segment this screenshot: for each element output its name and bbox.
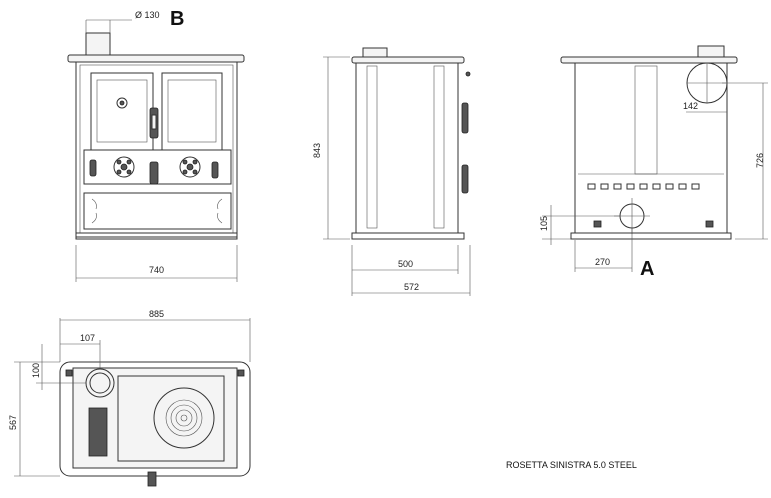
air-regulator-right bbox=[179, 156, 201, 178]
side-depth-outer-dimension: 572 bbox=[404, 282, 419, 292]
rear-vent-slots bbox=[587, 183, 700, 190]
rear-flue-pipe bbox=[697, 45, 725, 59]
side-view bbox=[351, 47, 471, 240]
front-drawer bbox=[83, 192, 232, 230]
model-caption: ROSETTA SINISTRA 5.0 STEEL bbox=[506, 460, 637, 470]
rear-inlet-offset-dimension: 270 bbox=[595, 257, 610, 267]
side-flue-pipe bbox=[362, 47, 388, 58]
rear-inlet-height-dimension: 105 bbox=[539, 216, 549, 231]
front-body bbox=[75, 61, 238, 238]
top-fuel-door bbox=[88, 407, 108, 457]
top-view bbox=[59, 361, 251, 487]
air-regulator-left bbox=[113, 156, 135, 178]
front-oven-door-right bbox=[161, 72, 223, 151]
rear-view bbox=[560, 45, 738, 240]
view-b-label: B bbox=[170, 8, 184, 30]
top-flue-offset-x-dimension: 107 bbox=[80, 333, 95, 343]
top-width-dimension: 885 bbox=[149, 309, 164, 319]
side-depth-inner-dimension: 500 bbox=[398, 259, 413, 269]
rear-flue-height-dimension: 726 bbox=[755, 153, 765, 168]
side-body bbox=[355, 62, 459, 234]
diameter-label: Ø 130 bbox=[135, 10, 160, 20]
oven-thermometer bbox=[116, 97, 128, 109]
rear-body bbox=[574, 62, 728, 234]
top-depth-dimension: 567 bbox=[8, 415, 18, 430]
front-view bbox=[67, 32, 245, 240]
top-hotplate-panel bbox=[117, 375, 225, 462]
front-oven-door-left bbox=[90, 72, 154, 151]
top-flue-offset-y-dimension: 100 bbox=[31, 363, 41, 378]
front-height-dimension: 843 bbox=[312, 143, 322, 158]
rear-flue-offset-dimension: 142 bbox=[683, 101, 698, 111]
front-flue-pipe bbox=[85, 32, 111, 56]
top-hotplate-rings bbox=[153, 387, 215, 449]
front-cooktop bbox=[67, 54, 245, 63]
view-a-label: A bbox=[640, 258, 654, 280]
front-width-dimension: 740 bbox=[149, 265, 164, 275]
